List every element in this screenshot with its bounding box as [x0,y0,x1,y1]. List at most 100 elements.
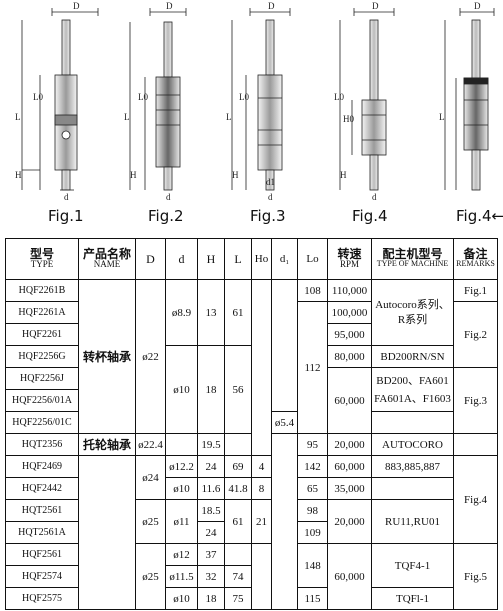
fig4-dim-L0: L0 [334,92,344,102]
fig4-dim-d: d [372,192,377,202]
table-row: HQF2261A 112 100,000 Fig.2 [5,301,498,434]
Lo-cell: 95 [297,433,328,456]
H-cell: 19.5 [197,433,225,456]
name-cell-empty [78,455,136,610]
H-cell: 24 [197,521,225,544]
rpm-cell: 20,000 [327,499,372,544]
fig5-dim-L: L [439,112,445,122]
fig2-dim-D: D [166,1,173,11]
machine-cell: 883,885,887 [371,455,454,478]
machine-cell: AUTOCORO [371,433,454,456]
L-cell-empty [224,543,252,566]
machine-cell-empty [371,477,454,500]
table-row: HQF2256G ø10 18 56 80,000 BD200RN/SN [5,345,498,434]
fig1-dim-d: d [64,192,69,202]
Lo-cell: 142 [297,455,328,478]
header-d1: d₁ [271,238,298,280]
L-cell: 74 [224,565,252,588]
rpm-cell: 110,000 [327,279,372,302]
fig5-dim-D: D [474,1,481,11]
fig4-dim-D: D [372,1,379,11]
table-row: HQF2575 ø10 18 75 115 TQFl-1 [5,587,498,610]
D-cell: ø22 [135,279,166,434]
type-cell: HQF2574 [5,565,79,588]
fig3-drawing [231,8,291,191]
rpm-cell: 60,000 [327,543,372,610]
table-row: HQF2561 ø25 ø12 37 148 60,000 TQF4-1 Fig… [5,543,498,610]
fig1-drawing [21,8,99,191]
table-row: HQT2561A 24 109 [5,521,498,544]
type-cell: HQT2356 [5,433,79,456]
remarks-cell: Fig.2 [453,301,498,368]
type-cell: HQF2442 [5,477,79,500]
type-cell: HQF2256/01C [5,411,79,434]
fig3-dim-d1: d1 [266,177,275,187]
remarks-cell: Fig.3 [453,367,498,434]
d-cell: ø12 [165,543,198,566]
header-L: L [224,238,252,280]
type-cell: HQF2561 [5,543,79,566]
name-spindle: 转杯轴承 [78,279,136,434]
Lo-cell: 98 [297,499,328,522]
fig4-drawing [339,8,395,191]
Lo-cell: 148 [297,543,328,588]
H-cell: 18.5 [197,499,225,522]
fig4-dim-H0: H0 [343,114,354,124]
remarks-cell: Fig.4 [453,455,498,544]
H-cell: 11.6 [197,477,225,500]
rpm-cell: 20,000 [327,433,372,456]
type-cell: HQF2575 [5,587,79,610]
fig4-label: Fig.4 [352,207,388,225]
fig5-drawing [444,8,495,191]
Lo-cell: 112 [297,301,328,434]
D-cell: ø25 [135,499,166,544]
D-cell: ø22.4 [135,433,166,456]
Lo-cell: 109 [297,521,328,544]
fig4-dim-H: H [340,170,347,180]
Ho-cell-empty [251,543,272,610]
table-row: HQT2356 托轮轴承 ø22.4 19.5 95 20,000 AUTOCO… [5,433,498,610]
L-cell: 56 [224,345,252,434]
rpm-cell: 80,000 [327,345,372,368]
fig3-dim-H: H [232,170,239,180]
Lo-cell: 65 [297,477,328,500]
d1-cell-empty [271,433,298,610]
H-cell: 13 [197,279,225,346]
Ho-cell: 4 [251,455,272,478]
fig2-drawing [129,8,187,191]
d-cell: ø12.2 [165,455,198,478]
Ho-cell: 21 [251,499,272,544]
H-cell: 37 [197,543,225,566]
L-cell: 69 [224,455,252,478]
type-cell: HQT2561 [5,499,79,522]
d-cell: ø8.9 [165,279,198,346]
type-cell: HQF2256J [5,367,79,390]
fig3-dim-L: L [226,112,232,122]
d-cell: ø11.5 [165,565,198,588]
H-cell: 32 [197,565,225,588]
remarks-cell: Fig.5 [453,543,498,610]
table-row: HQF2261B 转杯轴承 ø22 ø8.9 13 61 108 110,000… [5,279,498,456]
type-cell: HQF2261B [5,279,79,302]
H-cell: 18 [197,587,225,610]
Lo-cell: 115 [297,587,328,610]
fig3-dim-d: d [268,192,273,202]
header-d: d [165,238,198,280]
type-cell: HQT2561A [5,521,79,544]
d-cell-empty [165,433,198,456]
rpm-cell: 60,000 [327,455,372,478]
fig1-label: Fig.1 [48,207,84,225]
type-cell: HQF2256/01A [5,389,79,412]
L-cell: 61 [224,499,252,544]
type-cell: HQF2261 [5,323,79,346]
D-cell: ø24 [135,455,166,500]
remarks-cell: Fig.1 [453,279,498,302]
rpm-cell: 95,000 [327,323,372,346]
header-Ho: Ho [251,238,272,280]
fig2-dim-H: H [130,170,137,180]
